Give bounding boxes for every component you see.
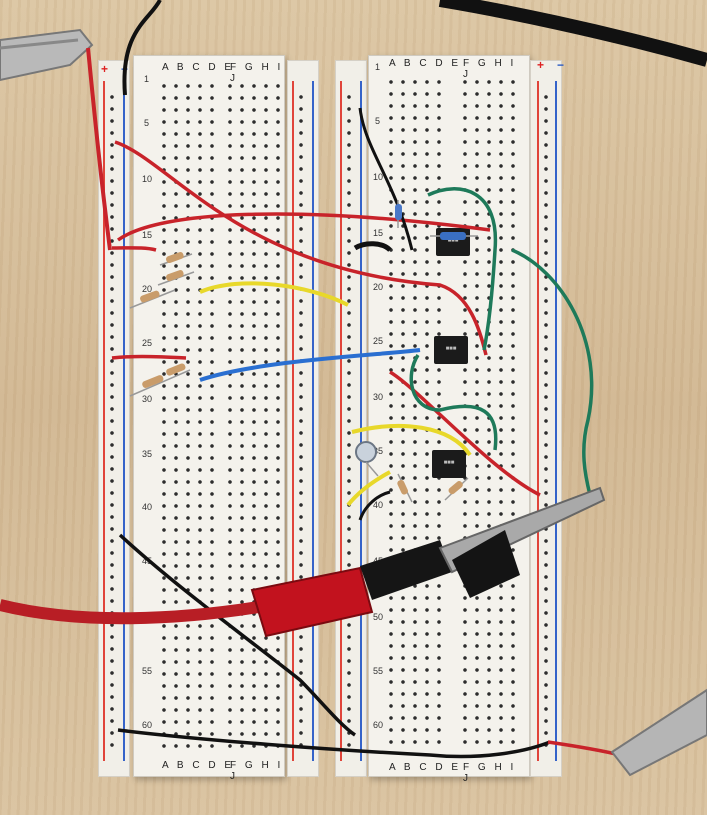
led <box>355 441 379 477</box>
red-wire <box>389 370 541 497</box>
row-number: 30 <box>373 392 384 402</box>
resistor <box>129 289 176 309</box>
blue-wire <box>199 348 421 382</box>
plus-sign: + <box>101 62 109 76</box>
row-number: 15 <box>373 228 384 238</box>
resistor <box>395 200 402 228</box>
resistor <box>129 363 191 397</box>
green-wire <box>427 187 498 351</box>
ic-chip: ■■■ <box>434 336 468 364</box>
alligator-clip-bottom-right <box>610 688 707 777</box>
column-label-f-j: F G H I J <box>463 58 517 80</box>
right-power-rail <box>530 60 562 777</box>
black-wire <box>122 0 162 96</box>
row-number: 60 <box>142 720 153 730</box>
green-wire <box>409 354 498 451</box>
ic-chip: ■■■ <box>432 450 466 478</box>
column-label-f-j-bottom: F G H I J <box>230 760 284 782</box>
resistor <box>430 232 478 240</box>
row-number: 15 <box>142 230 153 240</box>
row-number: 60 <box>373 720 384 730</box>
black-wire <box>117 728 551 759</box>
black-wire <box>353 241 392 252</box>
plus-sign: + <box>537 58 545 72</box>
red-wire <box>111 246 157 252</box>
left-breadboard: A B C D E F G H I J A B C D E F G H I J … <box>133 55 285 782</box>
black-wire <box>118 533 357 737</box>
row-number: 20 <box>142 284 153 294</box>
column-label-a-e: A B C D E <box>389 58 462 69</box>
minus-sign: − <box>557 58 565 72</box>
column-label-a-e-bottom: A B C D E <box>389 762 462 773</box>
red-wire <box>114 140 488 356</box>
row-number: 10 <box>373 172 384 182</box>
black-alligator-clip <box>438 486 606 598</box>
red-probe-cable <box>0 599 266 625</box>
column-label-f-j: F G H I J <box>230 62 284 84</box>
yellow-wire <box>199 281 349 307</box>
row-number: 1 <box>375 62 381 72</box>
red-wire <box>116 212 491 242</box>
red-wire <box>111 354 187 360</box>
yellow-wire <box>351 423 472 457</box>
resistor <box>159 252 193 266</box>
column-label-a-e-bottom: A B C D E <box>162 760 235 771</box>
row-number: 10 <box>142 174 153 184</box>
column-label-f-j-bottom: F G H I J <box>463 762 517 784</box>
red-wire <box>547 740 621 757</box>
column-label-a-e: A B C D E <box>162 62 235 73</box>
row-number: 20 <box>373 282 384 292</box>
row-number: 5 <box>375 116 381 126</box>
row-number: 55 <box>142 666 153 676</box>
green-wire <box>511 248 594 496</box>
resistor <box>157 270 195 286</box>
black-wire <box>358 107 414 251</box>
row-number: 55 <box>373 666 384 676</box>
black-wire <box>358 490 391 521</box>
row-number: 25 <box>373 336 384 346</box>
row-number: 50 <box>373 612 384 622</box>
row-number: 25 <box>142 338 153 348</box>
black-cable <box>438 0 707 67</box>
row-number: 30 <box>142 394 153 404</box>
resistor <box>397 473 413 503</box>
row-number: 40 <box>142 502 153 512</box>
resistor <box>444 477 469 501</box>
row-number: 1 <box>144 74 150 84</box>
row-number: 35 <box>142 449 153 459</box>
row-number: 5 <box>144 118 150 128</box>
red-wire <box>86 47 112 251</box>
alligator-clip-top-left <box>0 28 94 82</box>
yellow-wire <box>346 470 391 507</box>
row-number: 35 <box>373 446 384 456</box>
red-probe-plug <box>250 540 452 638</box>
row-number: 40 <box>373 500 384 510</box>
